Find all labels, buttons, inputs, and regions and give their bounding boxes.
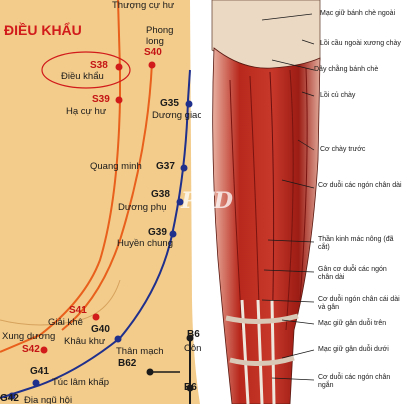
point-s38 — [115, 63, 123, 71]
code-b60: B6 — [187, 329, 200, 340]
name-b62: Thân mạch — [116, 346, 164, 357]
code-s41: S41 — [69, 305, 87, 316]
point-s41 — [92, 313, 100, 321]
highlight-circle — [41, 51, 131, 89]
point-s42 — [40, 346, 48, 354]
point-g40 — [114, 335, 122, 343]
name-g38: Dương phụ — [118, 202, 167, 213]
name-g41: Túc lâm khấp — [52, 377, 110, 388]
anatomy-label-12: Cơ duỗi các ngón chân ngắn — [318, 374, 391, 389]
name-s38: Điều khẩu — [61, 71, 104, 82]
code-g40: G40 — [91, 324, 110, 335]
point-g41 — [32, 379, 40, 387]
label-top: Thượng cự hư — [112, 0, 175, 11]
point-g38 — [176, 198, 184, 206]
name-b60: Côn — [184, 343, 202, 354]
retinaculum-lower — [229, 355, 295, 367]
anatomy-label-5: Cơ chày trước — [320, 146, 366, 153]
anatomy-label-10: Mạc giữ gân duỗi trên — [318, 320, 387, 327]
name-g39: Huyền chung — [117, 238, 173, 249]
point-b61 — [186, 384, 194, 392]
name-s39: Hạ cự hư — [66, 106, 107, 117]
leg-outline-right — [190, 0, 202, 404]
code-b61: B6 — [184, 382, 197, 393]
muscle-fiber-1 — [229, 79, 243, 331]
page-title: ĐIỀU KHẨU — [4, 22, 82, 38]
point-g35 — [185, 100, 193, 108]
leader-lines — [261, 13, 315, 381]
code-s42: S42 — [22, 344, 40, 355]
meridian-diagram — [0, 0, 202, 404]
point-g42 — [8, 392, 16, 400]
point-g39 — [169, 230, 177, 238]
muscle-illustration — [211, 0, 321, 404]
code-g37: G37 — [156, 161, 175, 172]
code-s40: S40 — [144, 47, 162, 58]
point-s40 — [148, 61, 156, 69]
anatomy-label-2: Lồi cầu ngoài xương chày — [320, 40, 401, 47]
anatomy-panel: Mạc giữ bánh chè ngoài Lồi cầu ngoài xươ… — [202, 0, 404, 404]
anatomy-label-6: Cơ duỗi các ngón chân dài — [318, 182, 402, 189]
anatomy-label-8: Gân cơ duỗi các ngón chân dài — [318, 266, 387, 281]
muscle-fiber-4 — [285, 69, 294, 331]
name-g35: Dương giao — [152, 110, 202, 121]
retinaculum-upper — [225, 313, 299, 325]
anatomy-label-7: Thần kinh mác nông (đã cắt) — [318, 236, 394, 251]
code-s39: S39 — [92, 94, 110, 105]
name-g40: Khâu khư — [64, 336, 106, 347]
name-s42: Xung dương — [2, 331, 56, 342]
foot-contour — [0, 279, 121, 326]
tendons — [240, 299, 276, 404]
gallbladder-meridian-line — [0, 69, 191, 399]
name-s41: Giải khê — [48, 317, 83, 328]
code-g38: G38 — [151, 189, 170, 200]
code-g35: G35 — [160, 98, 179, 109]
watermark: PTD — [181, 188, 233, 214]
meridian-chart-panel: ĐIỀU KHẨU Thượng cự hư S38 Điều khẩu S39… — [0, 0, 202, 404]
code-b62: B62 — [118, 358, 137, 369]
code-g42: G42 — [0, 393, 19, 404]
code-s38: S38 — [90, 60, 108, 71]
point-b60 — [186, 334, 194, 342]
anatomy-label-1: Mạc giữ bánh chè ngoài — [320, 10, 396, 17]
anatomy-label-9: Cơ duỗi ngón chân cái dài và gân — [318, 296, 400, 311]
code-g41: G41 — [30, 366, 49, 377]
point-b62 — [146, 368, 154, 376]
point-s39 — [115, 96, 123, 104]
stomach-meridian-branch — [61, 61, 153, 331]
name-g37: Quang minh — [90, 161, 142, 172]
leg-muscles — [212, 47, 321, 404]
anatomy-label-3: Dây chằng bánh chè — [314, 66, 379, 73]
stomach-meridian-line — [0, 0, 121, 353]
anatomy-label-4: Lồi củ chày — [320, 92, 356, 99]
point-g37 — [180, 164, 188, 172]
anatomy-label-11: Mạc giữ gân duỗi dưới — [318, 346, 389, 353]
name-g42: Địa ngũ hội — [24, 395, 73, 404]
code-g39: G39 — [148, 227, 167, 238]
name-s40: Phong long — [146, 25, 174, 47]
